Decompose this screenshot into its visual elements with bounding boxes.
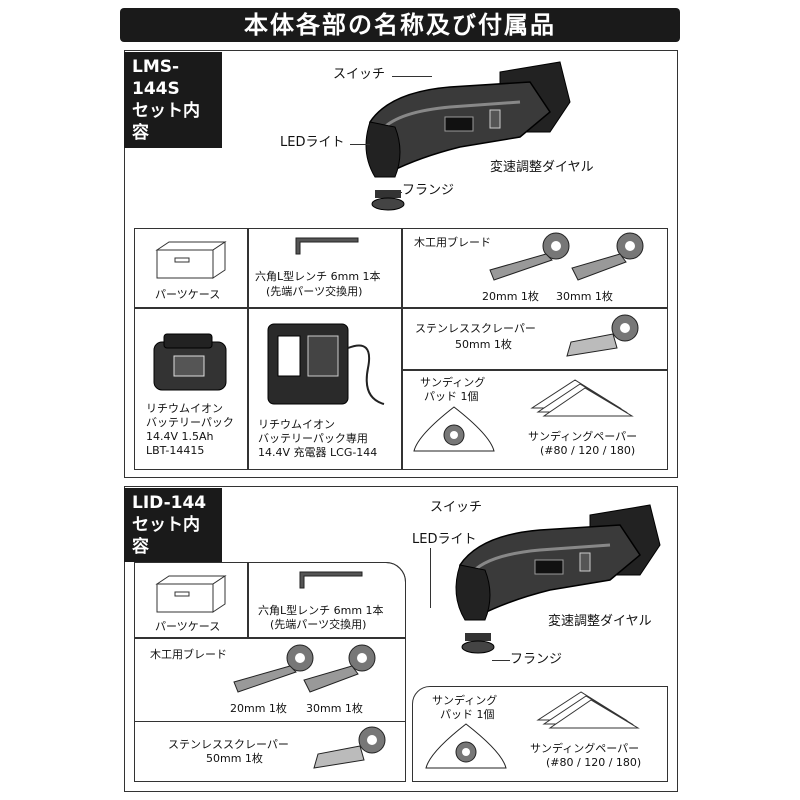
parts-case-icon [155, 575, 227, 613]
stainless-scraper-icon [566, 314, 639, 357]
hex-wrench-icon [299, 571, 363, 589]
lms-paper-label-1: サンディングペーパー [528, 430, 638, 443]
lid-paper-label-1: サンディングペーパー [530, 742, 640, 755]
stainless-scraper-icon [313, 726, 386, 769]
lid-pad-label-2: パッド 1個 [440, 708, 495, 721]
lid-wrench-label-1: 六角L型レンチ 6mm 1本 [258, 604, 384, 617]
lms-scraper-label-2: 50mm 1枚 [455, 338, 512, 351]
lid-scraper-label-2: 50mm 1枚 [206, 752, 263, 765]
lms-charger-label-3: 14.4V 充電器 LCG-144 [258, 446, 378, 459]
lms-paper-label-2: (#80 / 120 / 180) [540, 444, 636, 457]
lms-led-label: LEDライト [280, 135, 345, 150]
lms-flange-leader [392, 192, 402, 193]
sanding-pad-icon [425, 723, 507, 769]
parts-case-icon [155, 241, 227, 279]
lms-battery-label-2: バッテリーパック [146, 416, 234, 429]
lms-model-tag: LMS-144S セット内容 [124, 52, 222, 148]
lms-case-label: パーツケース [155, 288, 221, 301]
lms-wrench-cell [248, 228, 402, 308]
sanding-paper-icon [536, 691, 640, 729]
wood-blade-30-icon [303, 644, 376, 693]
lid-paper-label-2: (#80 / 120 / 180) [546, 756, 642, 769]
lid-led-leader [430, 548, 431, 608]
lms-scraper-cell [402, 308, 668, 370]
wood-blade-30-icon [571, 232, 644, 281]
lms-battery-label-3: 14.4V 1.5Ah [146, 430, 214, 443]
lid-blade-cell [134, 638, 406, 722]
lid-wood-blade-label: 木工用ブレード [150, 648, 227, 661]
lms-battery-cell [134, 308, 248, 470]
lms-scraper-label-1: ステンレススクレーパー [415, 322, 536, 335]
sanding-pad-icon [413, 406, 495, 452]
lid-set-contents-label: セット内容 [132, 515, 200, 557]
lid-blade-30-label: 30mm 1枚 [306, 702, 363, 715]
wood-blade-20-icon [233, 644, 314, 693]
sanding-paper-icon [530, 379, 634, 417]
lid-blade-20-label: 20mm 1枚 [230, 702, 287, 715]
lid-wrench-label-2: (先端パーツ交換用) [270, 618, 367, 631]
lid-flange-label: フランジ [510, 652, 563, 667]
lms-wrench-label-1: 六角L型レンチ 6mm 1本 [255, 270, 381, 283]
lms-sanding-cell [402, 370, 668, 470]
lid-model-name: LID-144 [132, 493, 207, 513]
lid-case-cell [134, 562, 248, 638]
lid-set-panel [124, 486, 678, 792]
lid-model-tag: LID-144 セット内容 [124, 488, 222, 562]
lms-switch-label: スイッチ [333, 67, 386, 82]
lid-switch-label: スイッチ [430, 500, 483, 515]
lms-pad-label-1: サンディング [420, 376, 486, 389]
lms-dial-label: 変速調整ダイヤル [490, 160, 594, 175]
lms-switch-leader [392, 76, 432, 77]
lid-dial-label: 変速調整ダイヤル [548, 614, 652, 629]
lms-flange-label: フランジ [402, 183, 455, 198]
lms-charger-label-1: リチウムイオン [258, 418, 335, 431]
lms-blade-30-label: 30mm 1枚 [556, 290, 613, 303]
lid-flange-leader [492, 660, 510, 661]
lms-battery-label-1: リチウムイオン [146, 402, 223, 415]
lms-set-contents-label: セット内容 [132, 101, 200, 143]
lms-charger-label-2: バッテリーパック専用 [258, 432, 368, 445]
lms-blade-20-label: 20mm 1枚 [482, 290, 539, 303]
lms-blade-cell [402, 228, 668, 308]
lms-case-cell [134, 228, 248, 308]
lms-wood-blade-label: 木工用ブレード [414, 236, 491, 249]
lid-scraper-label-1: ステンレススクレーパー [168, 738, 289, 751]
battery-charger-icon [267, 323, 385, 405]
lid-sanding-cell [412, 686, 668, 782]
lms-set-panel [124, 50, 678, 478]
lms-pad-label-2: パッド 1個 [424, 390, 479, 403]
lms-multitool-illustration [365, 61, 571, 211]
battery-pack-icon [153, 333, 227, 391]
page-title: 本体各部の名称及び付属品 [120, 8, 680, 42]
wood-blade-20-icon [489, 232, 570, 281]
lid-case-label: パーツケース [155, 620, 221, 633]
lid-multitool-illustration [455, 504, 661, 654]
lms-battery-label-4: LBT-14415 [146, 444, 205, 457]
lms-wrench-label-2: (先端パーツ交換用) [266, 285, 363, 298]
hex-wrench-icon [295, 237, 359, 255]
lms-model-name: LMS-144S [132, 57, 180, 99]
lid-pad-label-1: サンディング [432, 694, 498, 707]
lid-wrench-cell [248, 562, 406, 638]
lid-led-label: LEDライト [412, 532, 477, 547]
lms-led-leader [350, 144, 370, 145]
lms-charger-cell [248, 308, 402, 470]
